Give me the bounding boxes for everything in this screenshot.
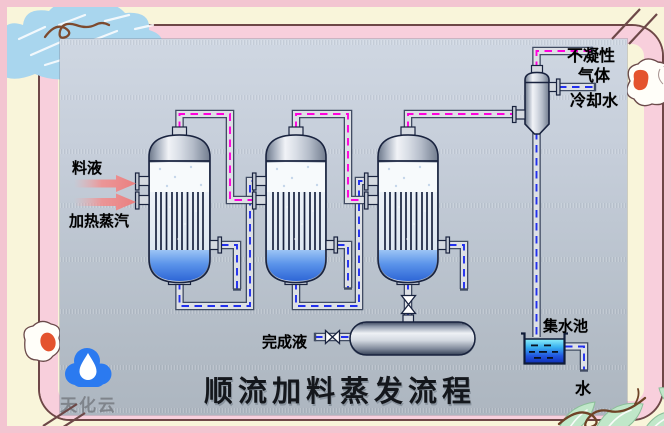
water-drop-cloud-icon bbox=[65, 348, 112, 387]
rib-texture bbox=[60, 95, 627, 100]
feed-label: 料液 bbox=[72, 161, 103, 177]
rib-texture bbox=[60, 309, 627, 314]
noncondensable-gas-label-line1: 不凝性 bbox=[567, 48, 616, 65]
rib-texture bbox=[60, 257, 627, 262]
rib-texture bbox=[60, 40, 627, 45]
heating-steam-label: 加热蒸汽 bbox=[69, 214, 130, 230]
water-pool bbox=[521, 332, 568, 365]
drain-valve bbox=[400, 294, 417, 315]
steam-arrow bbox=[74, 193, 136, 211]
water-pool-label: 集水池 bbox=[543, 319, 589, 335]
finished-liquid-valve bbox=[324, 329, 341, 345]
noncondensable-gas-label-line2: 气体 bbox=[578, 68, 611, 85]
feed-arrow bbox=[74, 175, 136, 192]
flower-doodle-left-icon bbox=[23, 320, 61, 362]
flower-doodle-right-icon bbox=[626, 58, 664, 107]
watermark: 天化云 bbox=[60, 344, 170, 416]
finished-liquid-label: 完成液 bbox=[262, 335, 308, 351]
condenser bbox=[511, 64, 561, 135]
evaporator-1 bbox=[134, 126, 223, 286]
sparkle-lines-bottom-icon bbox=[42, 403, 86, 426]
rib-texture bbox=[60, 365, 627, 370]
product-tank bbox=[349, 314, 476, 356]
cooling-water-label: 冷却水 bbox=[570, 93, 619, 110]
vapor-pipes bbox=[180, 46, 593, 200]
watermark-text: 天化云 bbox=[60, 396, 117, 415]
leaves-doodle-icon bbox=[557, 387, 664, 426]
evaporator-3 bbox=[363, 126, 451, 286]
diagram-panel: 料液 加热蒸汽 不凝性 气体 冷却水 完成液 集水池 水 顺流加料蒸发流程 天化… bbox=[60, 39, 627, 415]
water-label: 水 bbox=[575, 381, 592, 398]
rib-texture bbox=[60, 408, 627, 413]
evaporator-2 bbox=[251, 126, 339, 286]
liquid-pipes bbox=[180, 83, 596, 371]
rib-texture bbox=[60, 203, 627, 208]
diagram-title: 顺流加料蒸发流程 bbox=[203, 376, 476, 408]
swirl-doodle-icon bbox=[43, 21, 111, 39]
rib-texture bbox=[60, 149, 627, 154]
process-flow-diagram bbox=[74, 46, 627, 415]
sparkle-lines-icon bbox=[611, 8, 658, 45]
